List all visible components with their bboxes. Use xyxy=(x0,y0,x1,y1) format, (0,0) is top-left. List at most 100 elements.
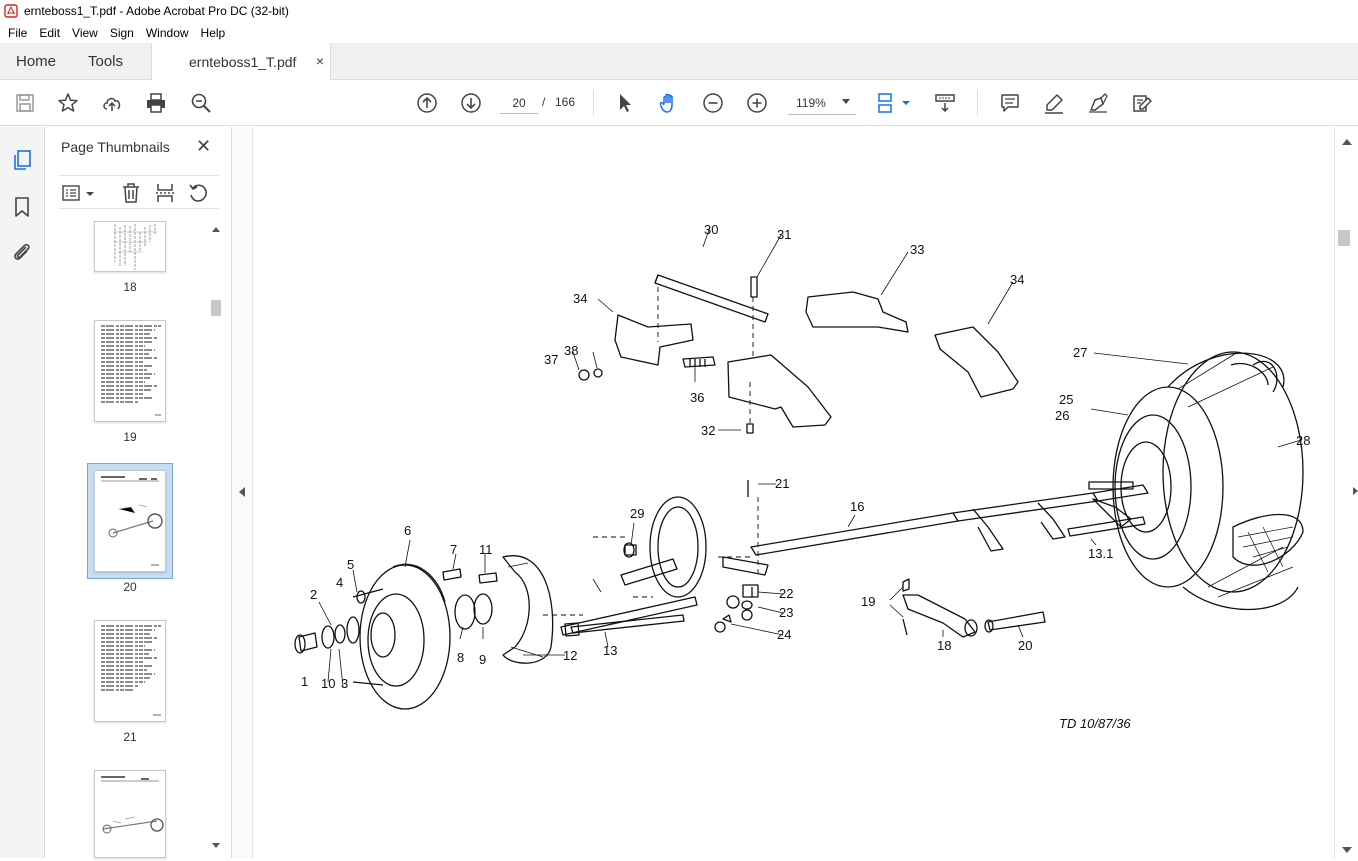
find-zoom-icon[interactable] xyxy=(189,91,213,115)
thumbnail-table-preview xyxy=(101,325,161,416)
callout-label: 24 xyxy=(777,627,791,642)
total-pages: 166 xyxy=(555,95,576,109)
thumbnail-table-preview xyxy=(101,625,161,716)
acrobat-pdf-icon xyxy=(4,4,18,18)
thumbnail-page-18[interactable] xyxy=(94,221,166,272)
callout-label: 30 xyxy=(704,222,718,237)
tab-home[interactable]: Home xyxy=(16,53,57,70)
thumbnail-page-20[interactable] xyxy=(94,470,166,572)
callout-label: 36 xyxy=(690,390,704,405)
page-separator: / xyxy=(542,95,546,109)
attachments-paperclip-icon[interactable] xyxy=(10,240,34,264)
toolbar-divider xyxy=(593,90,594,116)
zoom-out-icon[interactable] xyxy=(701,91,725,115)
chevron-down-icon xyxy=(842,99,850,104)
scroll-down-arrow-icon[interactable] xyxy=(1342,847,1352,853)
tab-document[interactable]: ernteboss1_T.pdf × xyxy=(151,43,331,81)
tab-close-icon[interactable]: × xyxy=(315,53,324,69)
callout-label: 10 xyxy=(321,676,335,691)
thumbnail-page-21[interactable] xyxy=(94,620,166,722)
previous-page-icon[interactable] xyxy=(415,91,439,115)
draw-sign-icon[interactable] xyxy=(1086,91,1110,115)
callout-label: 6 xyxy=(404,523,411,538)
left-navigation-rail xyxy=(0,127,45,858)
menu-file[interactable]: File xyxy=(8,25,28,40)
page-number-input[interactable] xyxy=(500,92,538,114)
thumbnail-label: 19 xyxy=(123,430,137,444)
scrollbar-thumb[interactable] xyxy=(1338,230,1350,246)
callout-label: 22 xyxy=(779,586,793,601)
panel-splitter[interactable] xyxy=(232,127,252,858)
tab-document-label: ernteboss1_T.pdf xyxy=(189,54,297,70)
zoom-in-icon[interactable] xyxy=(745,91,769,115)
tab-tools[interactable]: Tools xyxy=(88,53,124,70)
highlight-pen-icon[interactable] xyxy=(1042,91,1066,115)
document-viewer[interactable]: 30 31 33 34 34 38 37 36 32 27 25 26 28 2… xyxy=(252,127,1334,858)
scrolling-mode-icon[interactable] xyxy=(933,91,957,115)
callout-label: 19 xyxy=(861,594,875,609)
delete-trash-icon[interactable] xyxy=(120,182,142,204)
menu-view[interactable]: View xyxy=(72,25,98,40)
callout-label: 33 xyxy=(910,242,924,257)
thumbnail-drawing-preview xyxy=(113,224,157,270)
document-scrollbar[interactable] xyxy=(1334,127,1358,858)
menu-bar: File Edit View Sign Window Help xyxy=(0,22,1358,43)
page-display-icon[interactable] xyxy=(876,91,912,115)
thumbnail-axle-preview xyxy=(101,476,163,566)
bookmarks-icon[interactable] xyxy=(10,195,34,219)
callout-label: 9 xyxy=(479,652,486,667)
callout-labels: 30 31 33 34 34 38 37 36 32 27 25 26 28 2… xyxy=(301,222,1310,691)
window-title: ernteboss1_T.pdf - Adobe Acrobat Pro DC … xyxy=(24,4,289,18)
options-menu-icon[interactable] xyxy=(61,182,95,204)
panel-title: Page Thumbnails xyxy=(61,139,170,155)
callout-label: 13 xyxy=(603,643,617,658)
callout-label: 8 xyxy=(457,650,464,665)
select-cursor-icon[interactable] xyxy=(613,91,637,115)
next-page-icon[interactable] xyxy=(459,91,483,115)
callout-label: 38 xyxy=(564,343,578,358)
callout-label: 31 xyxy=(777,227,791,242)
menu-help[interactable]: Help xyxy=(200,25,226,40)
callout-label: 37 xyxy=(544,352,558,367)
edit-pdf-icon[interactable] xyxy=(1130,91,1154,115)
collapse-panel-icon[interactable] xyxy=(239,487,245,497)
close-icon[interactable]: ✕ xyxy=(196,136,212,156)
bookmark-star-icon[interactable] xyxy=(56,91,80,115)
callout-label: 20 xyxy=(1018,638,1032,653)
callout-label: 5 xyxy=(347,557,354,572)
scroll-up-arrow-icon[interactable] xyxy=(1342,139,1352,145)
insert-page-icon[interactable] xyxy=(154,182,176,204)
callout-label: 23 xyxy=(779,605,793,620)
page-thumbnails-icon[interactable] xyxy=(10,148,34,172)
menu-edit[interactable]: Edit xyxy=(39,25,61,40)
thumbnail-page-22[interactable] xyxy=(94,770,166,858)
callout-label: 29 xyxy=(630,506,644,521)
callout-label: 32 xyxy=(701,423,715,438)
menu-window[interactable]: Window xyxy=(145,25,189,40)
callout-label: 1 xyxy=(301,674,308,689)
thumbnail-page-19[interactable] xyxy=(94,320,166,422)
rotate-icon[interactable] xyxy=(188,182,210,204)
callout-label: 18 xyxy=(937,638,951,653)
comment-icon[interactable] xyxy=(998,91,1022,115)
zoom-level-value: 119% xyxy=(796,95,826,110)
title-bar: ernteboss1_T.pdf - Adobe Acrobat Pro DC … xyxy=(0,0,1358,22)
zoom-level-dropdown[interactable]: 119% xyxy=(788,91,856,115)
callout-label: 13.1 xyxy=(1088,546,1113,561)
expand-right-pane-icon[interactable] xyxy=(1353,487,1358,495)
menu-sign[interactable]: Sign xyxy=(109,25,134,40)
hand-tool-icon[interactable] xyxy=(657,91,681,115)
thumbnail-tools xyxy=(59,175,219,209)
callout-label: 7 xyxy=(450,542,457,557)
callout-label: 28 xyxy=(1296,433,1310,448)
callout-label: 11 xyxy=(479,542,493,557)
thumbnail-label: 20 xyxy=(123,580,137,594)
toolbar-divider xyxy=(977,90,978,116)
thumbnails-panel: Page Thumbnails ✕ 18 19 xyxy=(45,127,232,858)
print-icon[interactable] xyxy=(144,91,168,115)
callout-label: 2 xyxy=(310,587,317,602)
callout-label: 26 xyxy=(1055,408,1069,423)
save-icon[interactable] xyxy=(13,91,37,115)
thumbnail-scrollbar[interactable] xyxy=(209,221,223,858)
upload-cloud-icon[interactable] xyxy=(100,91,124,115)
